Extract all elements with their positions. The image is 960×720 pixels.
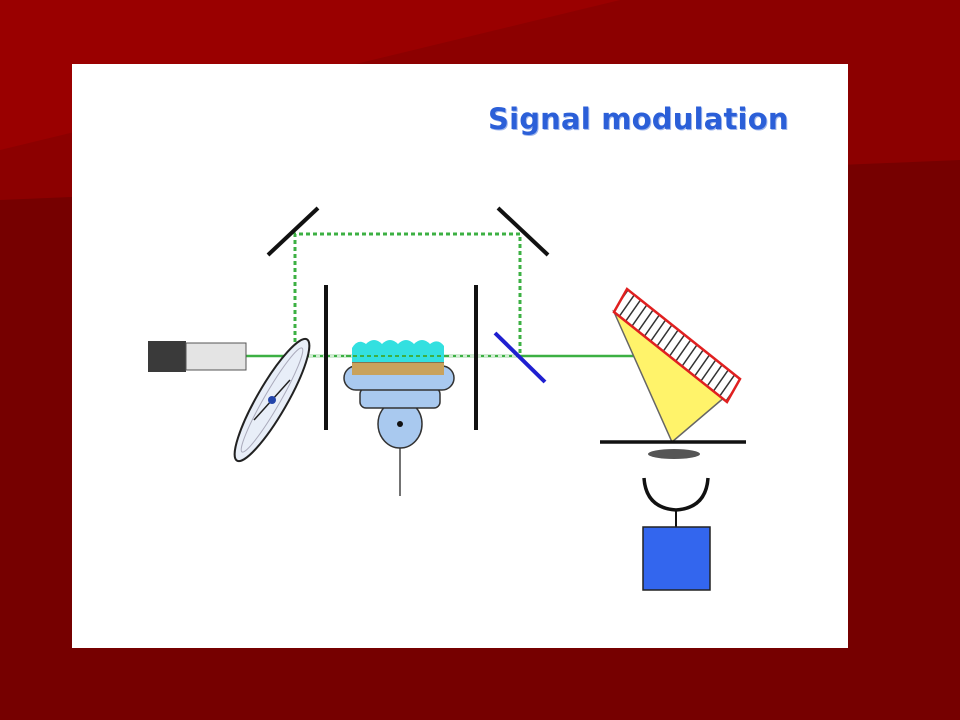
diffraction-grating-icon	[612, 287, 742, 404]
mirror-icon	[496, 206, 550, 257]
beam-splitter-icon	[493, 331, 547, 384]
photodetector-icon	[642, 477, 711, 591]
reference-beam-path	[293, 232, 522, 356]
mirror-icon	[266, 206, 320, 257]
lens-icon	[648, 449, 700, 459]
chopper-wheel-icon	[233, 337, 311, 463]
laser-source-icon	[148, 341, 247, 372]
sample-stage-icon	[343, 340, 455, 496]
slide-title: Signal modulation	[488, 102, 789, 136]
